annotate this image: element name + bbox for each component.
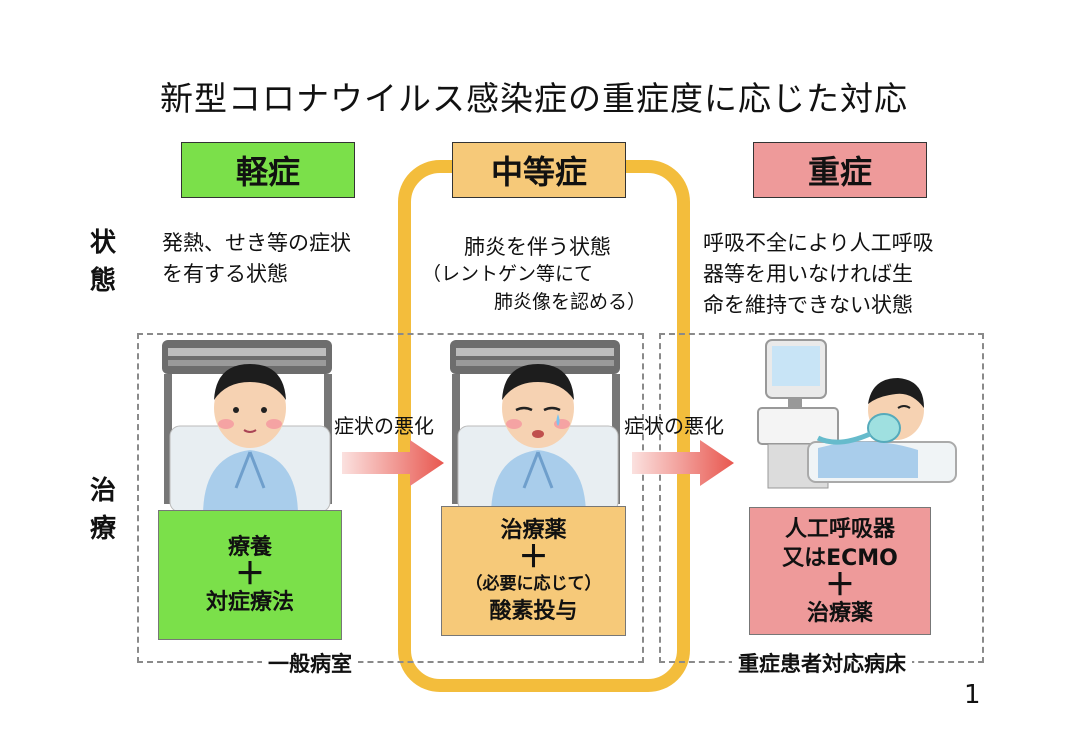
ward-icu-label: 重症患者対応病床 (732, 648, 912, 678)
treatment-mild-box: 療養 ＋ 対症療法 (158, 510, 342, 640)
condition-moderate-line2: （レントゲン等にて (422, 263, 594, 285)
treatment-severe-line1: 人工呼吸器 (784, 516, 895, 542)
treatment-moderate-note: （必要に応じて） (465, 574, 602, 594)
treatment-severe-line2: 又はECMO (782, 545, 898, 571)
condition-severe: 呼吸不全により人工呼吸 器等を用いなければ生 命を維持できない状態 (703, 231, 934, 317)
general-ward-box (137, 333, 644, 663)
page-number: 1 (964, 680, 981, 710)
condition-moderate-line3: 肺炎像を認める） (494, 291, 647, 313)
ward-general-label: 一般病室 (262, 648, 358, 678)
row-label-condition: 状 態 (89, 228, 116, 296)
row-label-treatment: 治 療 (89, 476, 116, 544)
worsening-arrow-1 (342, 440, 444, 486)
treatment-severe-plus: ＋ (825, 567, 855, 603)
severity-moderate-header: 中等症 (452, 142, 626, 198)
worsening-label-1: 症状の悪化 (334, 414, 434, 438)
treatment-moderate-box: 治療薬 ＋ （必要に応じて） 酸素投与 (441, 506, 626, 636)
treatment-mild-line2: 対症療法 (205, 590, 294, 615)
treatment-moderate-line2: 酸素投与 (489, 599, 578, 624)
severity-mild-header: 軽症 (181, 142, 355, 198)
ventilator-patient-illustration (757, 339, 957, 489)
worsening-label-2: 症状の悪化 (624, 414, 724, 438)
patient-in-bed-illustration (162, 340, 332, 516)
worsening-arrow-2 (632, 440, 734, 486)
treatment-mild-plus: ＋ (235, 557, 265, 592)
treatment-moderate-line1: 治療薬 (500, 518, 567, 543)
sick-patient-illustration (450, 340, 620, 516)
treatment-severe-box: 人工呼吸器 又はECMO ＋ 治療薬 (749, 507, 931, 635)
treatment-moderate-plus: ＋ (518, 540, 549, 575)
condition-mild: 発熱、せき等の症状 を有する状態 (162, 231, 351, 286)
condition-moderate-line1: 肺炎を伴う状態 (464, 235, 611, 259)
treatment-severe-line3: 治療薬 (806, 600, 873, 626)
page-title: 新型コロナウイルス感染症の重症度に応じた対応 (160, 79, 908, 118)
severity-severe-header: 重症 (753, 142, 927, 198)
treatment-mild-line1: 療養 (227, 535, 272, 560)
